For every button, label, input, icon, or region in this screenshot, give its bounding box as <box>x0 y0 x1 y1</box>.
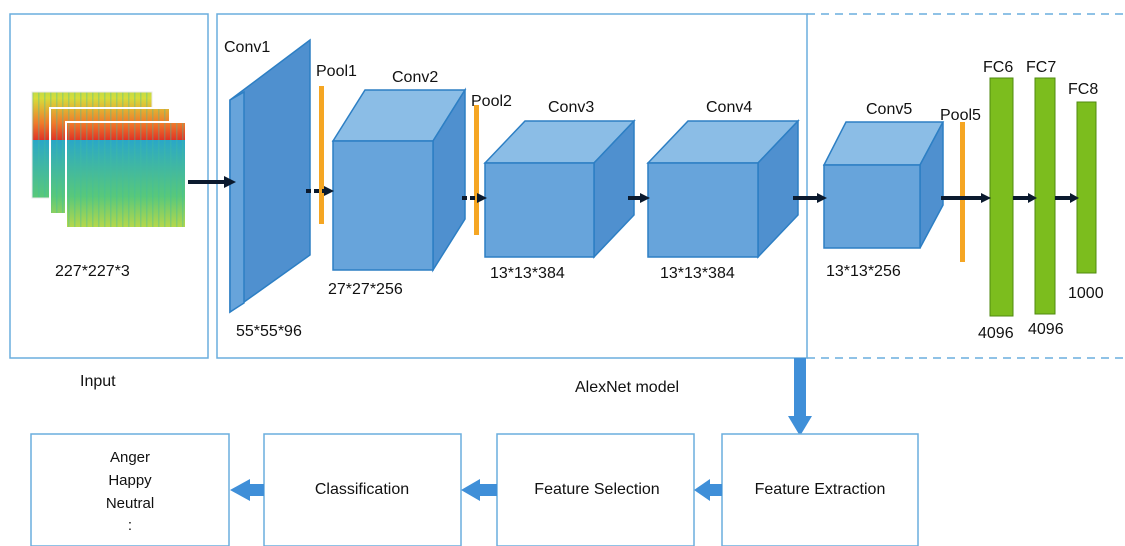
pool2-bar <box>474 105 479 235</box>
spectrogram-stack <box>31 91 187 229</box>
conv2-size-label: 27*27*256 <box>328 281 403 298</box>
conv1-label: Conv1 <box>224 39 270 56</box>
fc8-bar <box>1076 101 1097 274</box>
conv2-label: Conv2 <box>392 69 438 86</box>
output-ellipsis: : <box>128 517 132 534</box>
conv1-block <box>229 38 311 314</box>
fc7-bar <box>1034 77 1056 315</box>
feature-selection-label: Feature Selection <box>534 481 659 498</box>
conv5-label: Conv5 <box>866 101 912 118</box>
conv4-block <box>646 119 800 259</box>
fc6-label: FC6 <box>983 59 1013 76</box>
feature-selection-box <box>496 433 695 546</box>
conv4-size-label: 13*13*384 <box>660 265 735 282</box>
conv5-size-label: 13*13*256 <box>826 263 901 280</box>
fc7-label: FC7 <box>1026 59 1056 76</box>
fc8-size-label: 1000 <box>1068 285 1104 302</box>
pool5-label: Pool5 <box>940 107 981 124</box>
fc8-label: FC8 <box>1068 81 1098 98</box>
pool2-label: Pool2 <box>471 93 512 110</box>
conv2-block <box>331 87 467 273</box>
fc6-bar <box>989 77 1014 317</box>
classification-box <box>263 433 462 546</box>
classification-label: Classification <box>315 481 409 498</box>
alexnet-frame-dashed-extension <box>807 13 1125 359</box>
fc7-size-label: 4096 <box>1028 321 1064 338</box>
emotion-output-box <box>30 433 230 546</box>
output-neutral: Neutral <box>106 495 154 512</box>
fc6-size-label: 4096 <box>978 325 1014 342</box>
conv1-size-label: 55*55*96 <box>236 323 302 340</box>
feature-extraction-label: Feature Extraction <box>755 481 886 498</box>
conv3-block <box>483 119 636 259</box>
pool5-bar <box>960 122 965 262</box>
down-flow-arrow <box>788 358 812 436</box>
feature-extraction-box <box>721 433 919 546</box>
pool1-label: Pool1 <box>316 63 357 80</box>
layer-flow-arrows <box>188 176 1079 203</box>
conv4-label: Conv4 <box>706 99 752 116</box>
input-label: Input <box>80 373 116 390</box>
pipeline-flow-arrows <box>230 479 722 501</box>
conv3-size-label: 13*13*384 <box>490 265 565 282</box>
pool1-bar <box>319 86 324 224</box>
input-size-label: 227*227*3 <box>55 263 130 280</box>
output-happy: Happy <box>108 472 152 489</box>
conv5-block <box>822 121 945 249</box>
alexnet-model-label: AlexNet model <box>575 379 679 396</box>
conv3-label: Conv3 <box>548 99 594 116</box>
output-anger: Anger <box>110 449 150 466</box>
